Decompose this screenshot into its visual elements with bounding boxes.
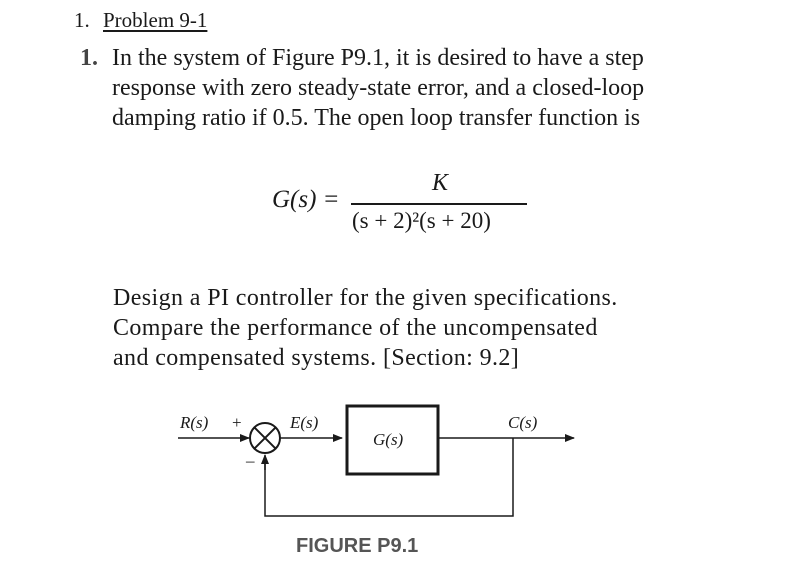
equation-numerator: K <box>432 170 449 196</box>
feedback-path <box>264 438 514 517</box>
question-line-1: In the system of Figure P9.1, it is desi… <box>112 45 644 71</box>
question-line-2: response with zero steady-state error, a… <box>112 75 645 101</box>
equation-denominator: (s + 2)²(s + 20) <box>352 208 491 233</box>
summing-junction <box>249 422 281 454</box>
section-number: 1. <box>74 8 90 32</box>
design-line-3: and compensated systems. [Section: 9.2] <box>113 345 520 371</box>
design-line-1: Design a PI controller for the given spe… <box>113 285 618 311</box>
error-label: E(s) <box>289 413 319 432</box>
input-label: R(s) <box>179 413 209 432</box>
block-label: G(s) <box>373 430 404 449</box>
section-title: Problem 9-1 <box>103 8 208 32</box>
minus-sign: – <box>245 451 255 470</box>
output-label: C(s) <box>508 413 538 432</box>
plant-block <box>345 404 440 476</box>
equation-lhs: G(s) = <box>272 186 340 213</box>
fraction-bar <box>351 203 527 205</box>
design-line-2: Compare the performance of the uncompens… <box>113 315 598 341</box>
figure-caption: FIGURE P9.1 <box>296 535 419 557</box>
question-number: 1. <box>80 45 98 71</box>
plus-sign: + <box>232 413 242 432</box>
question-line-3: damping ratio if 0.5. The open loop tran… <box>112 105 641 131</box>
